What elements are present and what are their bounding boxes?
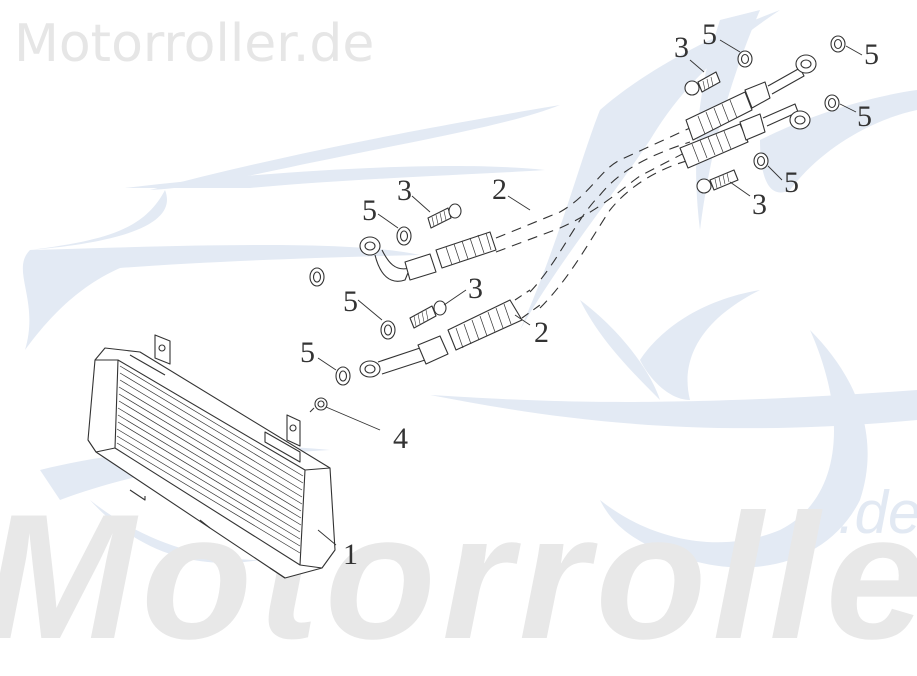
callout-5-c: 5 bbox=[300, 336, 315, 369]
watermark-top-text: Motorroller.de bbox=[14, 14, 375, 74]
callout-5-b: 5 bbox=[343, 285, 358, 318]
watermark-de-suffix: .de bbox=[838, 479, 917, 546]
oil-hose-lower-right-end[interactable] bbox=[679, 103, 811, 169]
callout-5-a: 5 bbox=[362, 194, 377, 227]
callout-3-d: 3 bbox=[752, 188, 767, 221]
callout-2-lower: 2 bbox=[534, 316, 549, 349]
callout-1: 1 bbox=[343, 538, 358, 571]
sealing-washer[interactable] bbox=[309, 35, 846, 386]
oil-hose-upper[interactable] bbox=[359, 231, 497, 282]
callout-5-f: 5 bbox=[857, 100, 872, 133]
banjo-bolt[interactable] bbox=[696, 169, 739, 194]
banjo-bolt[interactable] bbox=[427, 203, 462, 229]
callout-5-g: 5 bbox=[784, 166, 799, 199]
callout-3-a: 3 bbox=[397, 174, 412, 207]
callout-2-upper: 2 bbox=[492, 173, 507, 206]
callout-4: 4 bbox=[393, 422, 408, 455]
drain-plug[interactable] bbox=[309, 397, 328, 413]
callout-5-e: 5 bbox=[864, 38, 879, 71]
callout-3-b: 3 bbox=[468, 272, 483, 305]
callout-3-c: 3 bbox=[674, 31, 689, 64]
oil-hose-upper-right-end[interactable] bbox=[685, 54, 817, 141]
leader-lines bbox=[317, 39, 863, 546]
banjo-bolt[interactable] bbox=[409, 300, 447, 329]
banjo-bolt[interactable] bbox=[684, 71, 721, 96]
oil-cooler-radiator[interactable] bbox=[87, 334, 336, 579]
callout-5-d: 5 bbox=[702, 18, 717, 51]
parts-drawing bbox=[87, 35, 863, 579]
